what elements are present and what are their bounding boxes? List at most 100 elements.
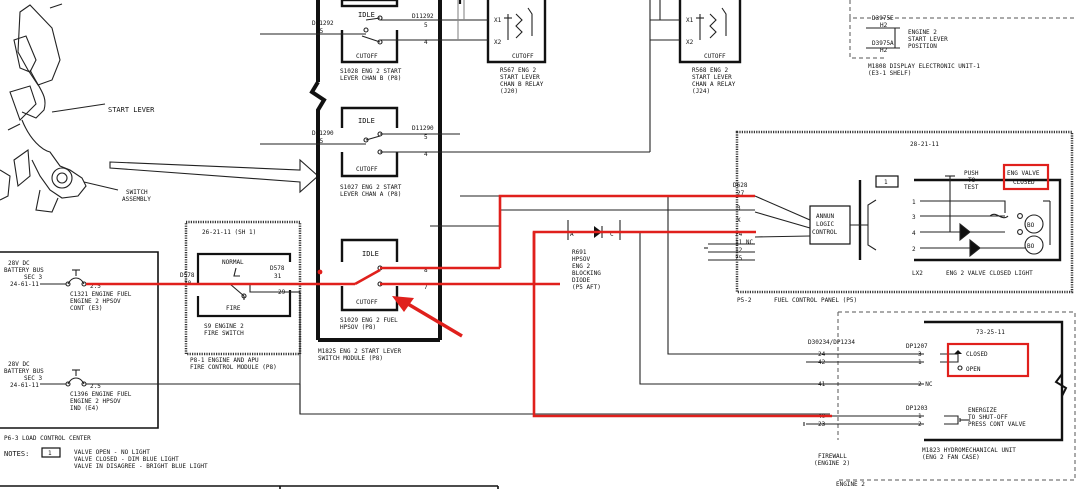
d578-right-pin: 31: [274, 273, 282, 280]
start-lever-label: START LEVER: [108, 106, 155, 114]
note-1-symbol: [41, 447, 61, 458]
cb1-value: 2.5: [90, 283, 101, 290]
s1028-label-1: S1028 ENG 2 START: [340, 68, 402, 75]
bus2-label-2: BATTERY BUS: [4, 368, 44, 375]
c1321-label-1: C1321 ENGINE FUEL: [70, 291, 132, 298]
p8-1-label-1: P8-1 ENGINE AND APU: [190, 357, 259, 364]
diode-cathode: C: [610, 231, 614, 238]
note-line-3: VALVE IN DISAGREE - BRIGHT BLUE LIGHT: [74, 463, 208, 470]
note-ref-1: 1: [884, 179, 888, 186]
r568-x1: X1: [686, 17, 694, 24]
r568-relay: [649, 0, 742, 152]
cutoff-label-3: CUTOFF: [356, 299, 378, 306]
dp-pin-3: 3: [918, 351, 922, 358]
s1027-label-2: LEVER CHAN A (P8): [340, 191, 401, 198]
r567-label-1: R567 ENG 2: [500, 67, 537, 74]
pin-x-label: X: [737, 217, 741, 224]
light-pin-2: 2: [912, 246, 916, 253]
c1396-label-1: C1396 ENGINE FUEL: [70, 391, 132, 398]
s1029-label-2: HPSOV (P8): [340, 324, 376, 331]
energize-label-2: TO SHUT-OFF: [968, 414, 1008, 421]
pin-11nc-label: 11 NC: [735, 239, 753, 246]
r567-label-2: START LEVER: [500, 74, 540, 81]
p5-2-label: P5-2: [737, 297, 752, 304]
ref-28-21-11: 28-21-11: [910, 141, 939, 148]
note-line-1: VALVE OPEN - NO LIGHT: [74, 449, 150, 456]
m1825-label-1: M1825 ENG 2 START LEVER: [318, 348, 401, 355]
r568-x2: X2: [686, 39, 694, 46]
bulb-2: BO: [1027, 243, 1035, 250]
m1823-label-2: (ENG 2 FAN CASE): [922, 454, 980, 461]
d11290-label: D11290: [312, 130, 334, 137]
c1396-label-2: ENGINE 2 HPSOV: [70, 398, 121, 405]
bus2-label-1: 28V DC: [8, 361, 30, 368]
m1825-label-2: SWITCH MODULE (P8): [318, 355, 383, 362]
m1808-display-unit: [849, 0, 1075, 59]
idle-label-3: IDLE: [362, 250, 379, 258]
energize-label-3: PRESS CONT VALVE: [968, 421, 1026, 428]
r567-relay: [457, 0, 547, 64]
pin-12-label: 12: [735, 247, 743, 254]
firewall-label-1: FIREWALL: [818, 453, 847, 460]
h2-label-1: H2: [880, 22, 888, 29]
d578-left: D578: [180, 272, 195, 279]
cutoff-label-2: CUTOFF: [356, 166, 378, 173]
note-line-2: VALVE CLOSED - DIM BLUE LIGHT: [74, 456, 179, 463]
idle-label-1: IDLE: [358, 11, 375, 19]
pin-8: 8: [424, 267, 428, 274]
p6-3-label: P6-3 LOAD CONTROL CENTER: [4, 435, 91, 442]
bulb-1: BO: [1027, 222, 1035, 229]
fire-label: FIRE: [226, 305, 241, 312]
s1028-switch: [260, 0, 460, 64]
eng-valve-label-1: ENG VALVE: [1007, 170, 1040, 177]
closed-open-highlight: [946, 342, 1030, 378]
r568-label-4: (J24): [692, 88, 710, 95]
d3975a-label: D3975A: [872, 40, 894, 47]
d11290-pin: 15: [316, 138, 324, 145]
diode-anode: A: [570, 231, 574, 238]
lx2-text: ENG 2 VALVE CLOSED LIGHT: [946, 270, 1033, 277]
cutoff-label-1: CUTOFF: [356, 53, 378, 60]
push-label-1: PUSH: [964, 170, 979, 177]
c1321-label-2: ENGINE 2 HPSOV: [70, 298, 121, 305]
start-lever-illustration: [0, 3, 319, 213]
cb2-value: 2.5: [90, 383, 101, 390]
s1027-label-1: S1027 ENG 2 START: [340, 184, 402, 191]
dp-pin-1b: 1: [918, 413, 922, 420]
d578-right: D578: [270, 265, 285, 272]
hydromechanical-unit: [830, 311, 1076, 481]
d30234-label: D30234/DP1234: [808, 339, 855, 346]
engine2-position-3: POSITION: [908, 43, 937, 50]
bus1-label-4: 24-61-11: [10, 281, 39, 288]
d628-pin-27: 27: [737, 190, 745, 197]
annun-label-1: ANNUN: [816, 213, 834, 220]
d11290-r-label: D11290: [412, 125, 434, 132]
engine2-position-2: START LEVER: [908, 36, 948, 43]
idle-label-2: IDLE: [358, 117, 375, 125]
s1027-switch: [260, 106, 650, 178]
pin-7: 7: [424, 284, 428, 291]
closed-label: CLOSED: [966, 351, 988, 358]
light-pin-1: 1: [912, 199, 916, 206]
p8-1-label-2: FIRE CONTROL MODULE (P8): [190, 364, 277, 371]
dp1207-label: DP1207: [906, 343, 928, 350]
light-pin-4: 4: [912, 230, 916, 237]
r568-label-1: R568 ENG 2: [692, 67, 729, 74]
open-label: OPEN: [966, 366, 981, 373]
r691-label-1: R691: [572, 249, 587, 256]
d11292-label: D11292: [312, 20, 334, 27]
pin-5-mid: 5: [424, 134, 428, 141]
fuel-control-panel: [735, 130, 1074, 294]
annun-label-3: CONTROL: [812, 229, 838, 236]
light-pin-3: 3: [912, 214, 916, 221]
dp-pin-1: 1: [918, 359, 922, 366]
s9-label-2: FIRE SWITCH: [204, 330, 244, 337]
r567-cutoff: CUTOFF: [512, 53, 534, 60]
r691-label-4: BLOCKING: [572, 270, 601, 277]
pin-3-label: 3: [737, 205, 741, 212]
m1825-module-outline: [309, 0, 442, 342]
bus2-label-4: 24-61-11: [10, 382, 39, 389]
switch-assembly-label-2: ASSEMBLY: [122, 196, 151, 203]
pin-5-top: 5: [424, 22, 428, 29]
